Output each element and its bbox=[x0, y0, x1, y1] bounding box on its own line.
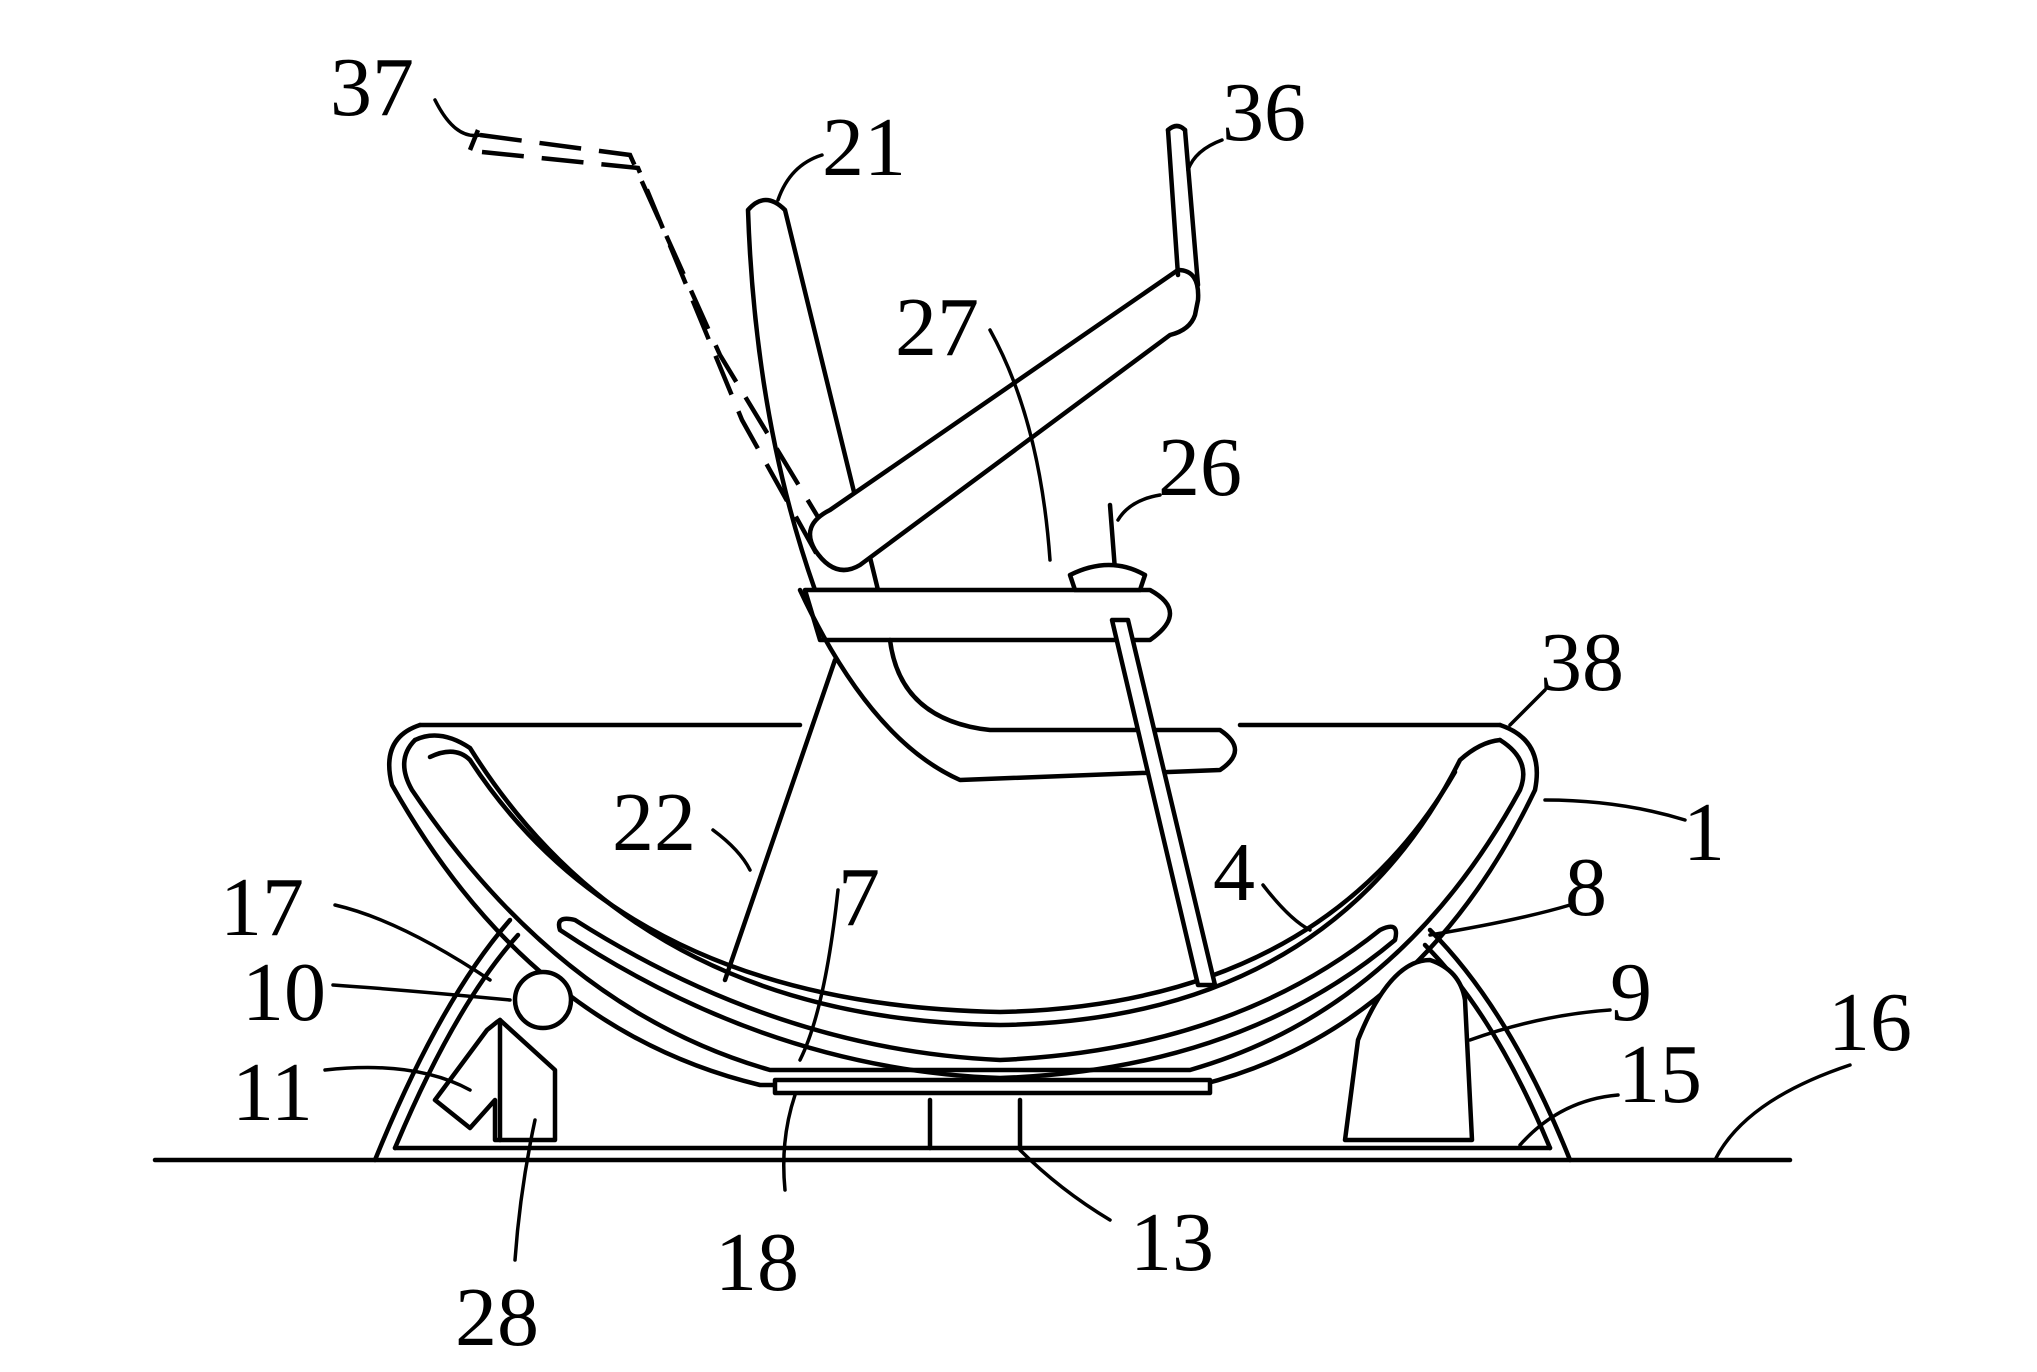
label-17: 17 bbox=[220, 861, 304, 954]
center-post bbox=[930, 1100, 1020, 1148]
label-38: 38 bbox=[1540, 616, 1624, 709]
label-11: 11 bbox=[232, 1046, 313, 1139]
label-13: 13 bbox=[1130, 1196, 1214, 1289]
label-8: 8 bbox=[1565, 841, 1607, 934]
label-22: 22 bbox=[612, 776, 696, 869]
label-27: 27 bbox=[895, 281, 979, 374]
label-21: 21 bbox=[822, 101, 906, 194]
label-9: 9 bbox=[1610, 946, 1652, 1039]
label-18: 18 bbox=[715, 1216, 799, 1309]
label-4: 4 bbox=[1213, 826, 1255, 919]
label-15: 15 bbox=[1618, 1028, 1702, 1121]
label-28: 28 bbox=[455, 1271, 539, 1364]
label-7: 7 bbox=[838, 851, 880, 944]
reference-numerals: 37 21 36 27 26 38 1 22 7 4 8 17 10 9 11 … bbox=[220, 41, 1912, 1364]
label-36: 36 bbox=[1222, 66, 1306, 159]
label-16: 16 bbox=[1828, 976, 1912, 1069]
label-26: 26 bbox=[1158, 421, 1242, 514]
label-1: 1 bbox=[1683, 786, 1725, 879]
label-10: 10 bbox=[242, 946, 326, 1039]
label-37: 37 bbox=[330, 41, 414, 134]
right-support bbox=[1345, 960, 1472, 1140]
